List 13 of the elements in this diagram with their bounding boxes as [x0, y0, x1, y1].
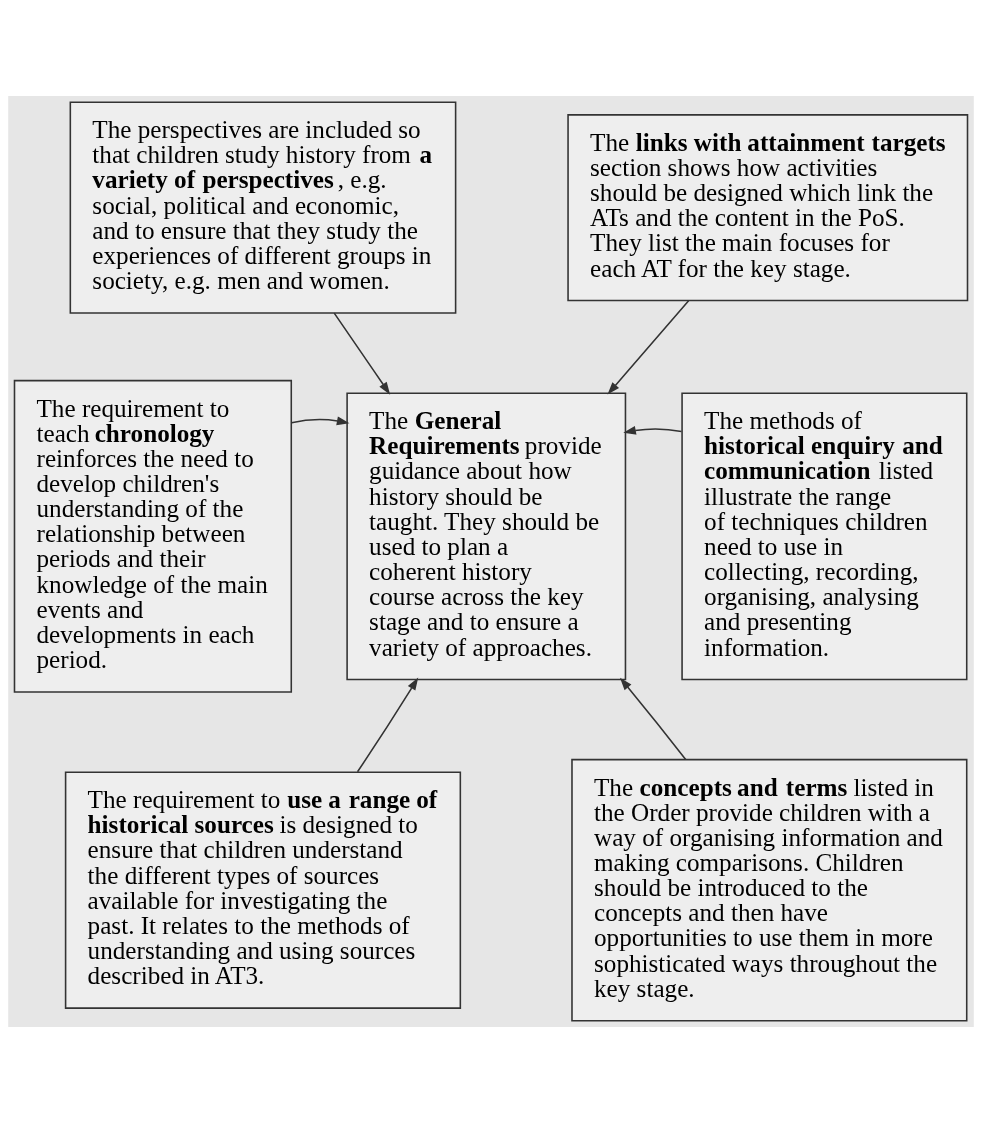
- node-box: The requirement to use a range of historical sources is designed to ensure that children understand the different types of sources available for investigating the past. It relates to the methods of understanding and using sources described in AT3.: [64, 771, 462, 1009]
- node-box: The methods of historical enquiry and communication listed illustrate the range of techniques children need to use in collecting, recording, organising, analysing and presenting information.: [681, 392, 968, 681]
- node-box: The requirement to teach chronology reinforces the need to develop children's understanding of the relationship between periods and their knowledge of the main events and developments in each period.: [13, 379, 293, 693]
- arrow: [619, 677, 687, 761]
- node-box: The concepts and terms listed in the Order provide children with a way of organising information and making comparisons. Children should be introduced to the concepts and then have opportunities to use them in more sophisticated ways throughout the key stage.: [571, 758, 968, 1022]
- node-box: The perspectives are included so that children study history from a variety of perspectives, e.g. social, political and economic, and to ensure that they study the experiences of different groups in society, e.g. men and women.: [69, 101, 457, 314]
- arrow: [333, 312, 391, 395]
- node-box: The links with attainment targets section shows how activities should be designed which link the ATs and the content in the PoS. They list the main focuses for each AT for the key stage.: [567, 114, 969, 302]
- arrow: [607, 300, 690, 395]
- node-box: The General Requirements provide guidance about how history should be taught. They should be used to plan a coherent history course across the key stage and to ensure a variety of approaches.: [346, 392, 627, 681]
- arrow: [623, 426, 683, 435]
- arrow: [356, 677, 419, 773]
- arrow: [290, 416, 350, 426]
